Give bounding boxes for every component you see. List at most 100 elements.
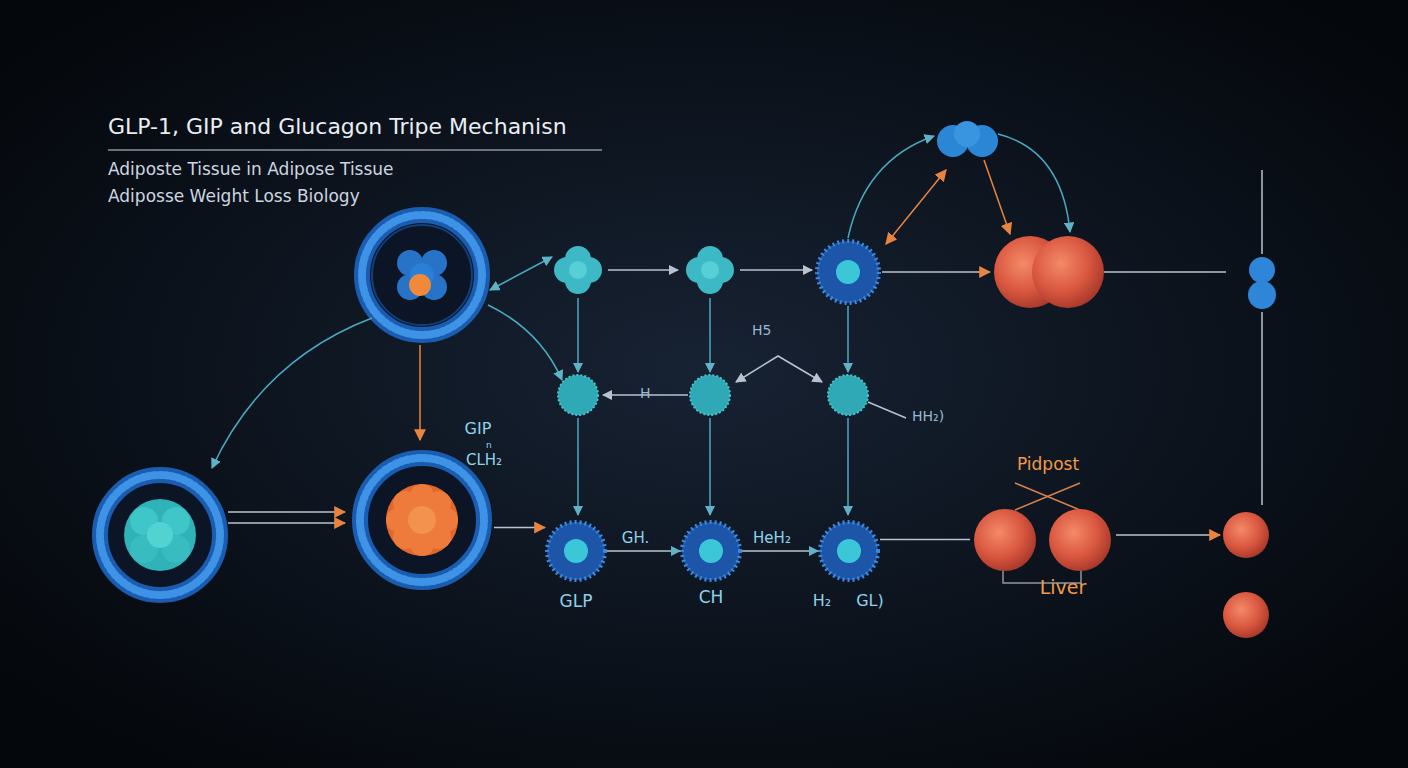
node-label: CLH₂: [466, 452, 502, 469]
blue-cell: H₂GL): [818, 520, 880, 582]
ring-beads: [360, 458, 484, 582]
pathway-line: [1261, 312, 1263, 505]
node-outline: [970, 505, 1115, 575]
node-label: GIP: [465, 420, 492, 438]
pathway-arrow: [608, 269, 678, 271]
blue-lobe: [1248, 281, 1276, 309]
cell-body: [682, 522, 740, 580]
annotation: n: [486, 440, 492, 450]
annotation: H: [640, 385, 651, 401]
teal-core: [701, 261, 719, 279]
ring-body: [362, 215, 482, 335]
pathway-arrow: [419, 345, 421, 440]
cell-nucleus: [564, 539, 588, 563]
node-label: Liver: [1040, 577, 1087, 599]
connector-arrow: [742, 550, 818, 552]
orange-cluster: [386, 484, 458, 556]
pathway-line: [1104, 271, 1226, 273]
pathway-arrow: [882, 271, 990, 273]
red-cell: [1049, 509, 1111, 571]
node-label: CH: [699, 588, 724, 608]
cell-nucleus: [836, 260, 860, 284]
red-cell: [1223, 512, 1269, 558]
pathway-arrow: [984, 160, 1010, 234]
blue-cell: CH: [680, 520, 742, 582]
teal-cell: [558, 375, 598, 415]
connector-arrow: [607, 550, 680, 552]
cell-ring: [100, 475, 220, 595]
teal-cluster: [124, 499, 196, 571]
node-label: H₂: [813, 592, 831, 610]
pathway-arrow: [228, 522, 345, 524]
receptor-ring: GIPCLH₂: [350, 448, 494, 592]
teal-cluster: [554, 246, 602, 294]
pathway-arrow: [848, 136, 934, 238]
teal-core: [569, 261, 587, 279]
pathway-arrow: [577, 298, 579, 372]
red-cell: [974, 509, 1036, 571]
teal-cell: [828, 375, 868, 415]
subtitle: Adiposse Weight Loss Biology: [108, 187, 360, 207]
blue-cell: [817, 241, 879, 303]
blue-lobe: [1249, 257, 1275, 283]
node-label: Pidpost: [1017, 455, 1079, 475]
red-cell: [1223, 592, 1269, 638]
subtitle: Adiposte Tissue in Adipose Tissue: [108, 160, 394, 180]
cell-body: [547, 522, 605, 580]
connector-arrow: [494, 527, 545, 529]
pathway-arrow: [488, 305, 562, 380]
cell-body: [820, 522, 878, 580]
edge-label: HeH₂: [753, 530, 791, 547]
node-label: GL): [856, 592, 884, 610]
ring-beads: [100, 475, 220, 595]
pathway-arrow: [1116, 534, 1220, 536]
orange-core: [408, 506, 436, 534]
receptor-ring: [362, 215, 482, 335]
title-rule: [108, 149, 602, 151]
annotation: H5: [752, 322, 771, 338]
cross-line: [1015, 483, 1080, 510]
annotation: HH₂): [912, 408, 944, 424]
red-cell: [1032, 236, 1104, 308]
teal-cell: [690, 375, 730, 415]
pathway-arrow: [709, 418, 711, 515]
ring-body: [360, 458, 484, 582]
blue-cell: GLP: [545, 520, 607, 582]
node-outline: [350, 448, 494, 592]
pathway-arrow: [736, 356, 822, 382]
ring-beads: [362, 215, 482, 335]
pathway-arrow: [212, 318, 372, 468]
pathway-arrow: [228, 511, 345, 513]
node-outline: [680, 520, 742, 582]
blue-lobe: [954, 121, 980, 147]
cross-line: [1015, 483, 1080, 510]
pathway-arrow: [740, 269, 812, 271]
edge-label: GH.: [622, 530, 649, 547]
pathway-line: [1261, 170, 1263, 254]
pathway-arrow: [577, 418, 579, 515]
pathway-arrow: [847, 418, 849, 515]
ligand-dot: [409, 274, 431, 296]
node-outline: [545, 520, 607, 582]
ring-body: [100, 475, 220, 595]
pathway-arrow: [490, 257, 552, 290]
connector-arrow: [880, 539, 970, 541]
pathway-arrows: [212, 134, 1262, 583]
node-outline: [818, 520, 880, 582]
pathway-arrow: [886, 170, 946, 244]
cell-nucleus: [837, 539, 861, 563]
pathway-arrow: [847, 306, 849, 372]
leader-line: [868, 402, 906, 418]
teal-core: [147, 522, 173, 548]
pathway-arrow: [998, 134, 1070, 232]
diagram-title: GLP-1, GIP and Glucagon Tripe Mechanisn: [108, 114, 567, 139]
cell-body: [817, 241, 879, 303]
red-cell-pair: PidpostLiver: [970, 505, 1115, 575]
ring-inner: [372, 225, 472, 325]
teal-cluster: [686, 246, 734, 294]
cell-nucleus: [699, 539, 723, 563]
node-label: GLP: [560, 592, 593, 612]
